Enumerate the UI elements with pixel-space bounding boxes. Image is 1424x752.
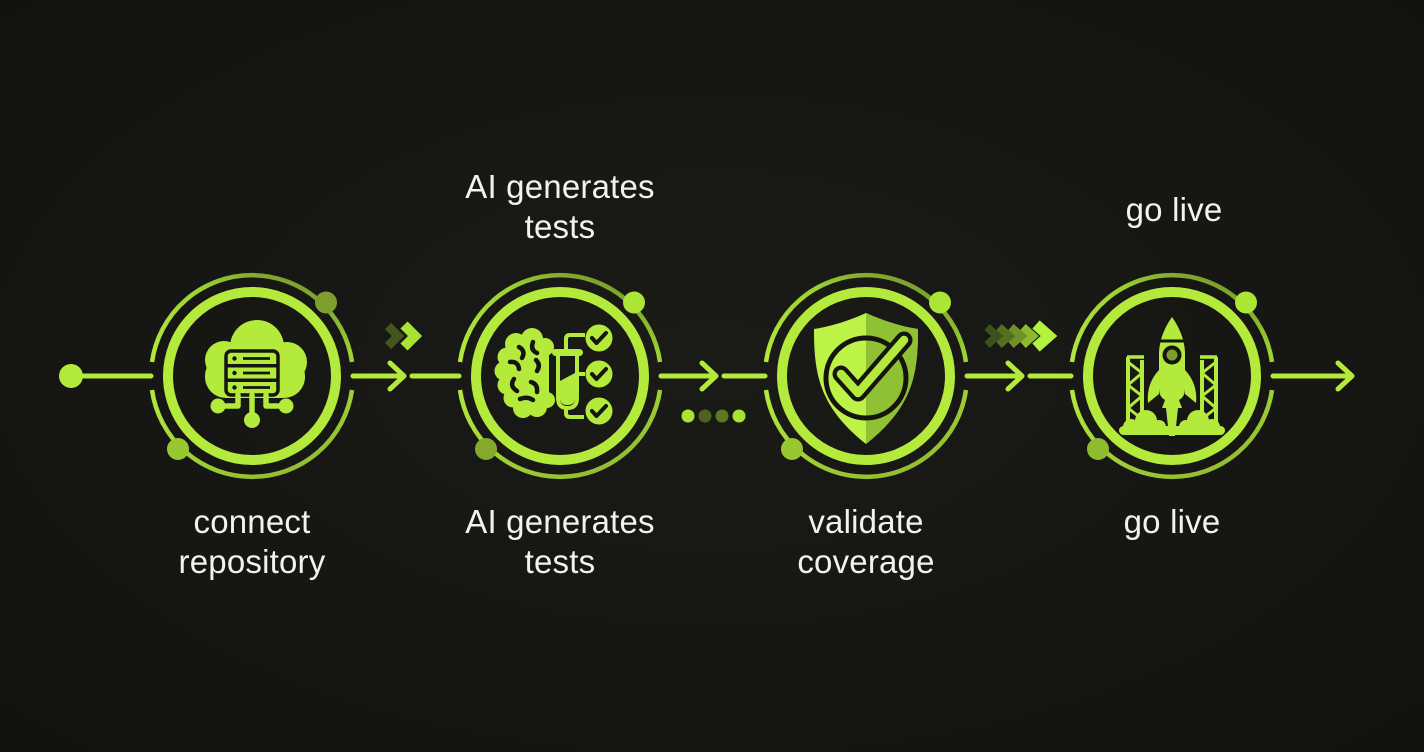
flow-end (1270, 360, 1355, 392)
step4-bottom-label: go live (1124, 503, 1221, 540)
step3-bottom-label-line2: coverage (797, 543, 934, 580)
flow-connector-1 (350, 321, 462, 392)
orbit-dot (1235, 291, 1257, 314)
orbit-dot (167, 438, 189, 460)
flow-connector-2 (658, 360, 768, 423)
flow-start (59, 364, 154, 388)
step4-top-label: go live (1126, 191, 1223, 228)
arrowhead-icon (1335, 360, 1355, 392)
orbit-dot (623, 291, 645, 314)
flow-connector-3 (964, 320, 1074, 392)
step1-bottom-label-line2: repository (179, 543, 326, 580)
orbit-dot (315, 291, 337, 314)
speed-chevrons-icon (384, 321, 423, 351)
arrowhead-icon (387, 360, 407, 392)
step2-bottom-label-line2: tests (525, 543, 596, 580)
orbit-dot (1087, 438, 1109, 460)
step3-bottom-label-line1: validate (808, 503, 923, 540)
brain-tests-icon (494, 324, 613, 425)
orbit-dot (475, 438, 497, 460)
step2-bottom-label-line1: AI generates (465, 503, 655, 540)
step-node-go-live (1069, 273, 1275, 479)
shield-check-icon (814, 313, 918, 444)
step1-bottom-label-line1: connect (194, 503, 311, 540)
arrowhead-icon (1005, 360, 1025, 392)
speed-chevrons-icon (984, 320, 1058, 352)
step-node-validate-coverage (763, 273, 969, 479)
progress-dots-icon (681, 409, 746, 423)
step2-top-label-line1: AI generates (465, 168, 655, 205)
rocket-launch-icon (1119, 317, 1225, 436)
step-node-ai-generates-tests (457, 273, 663, 479)
orbit-dot (781, 438, 803, 460)
cloud-server-icon (205, 320, 307, 428)
step2-top-label-line2: tests (525, 208, 596, 245)
arrowhead-icon (699, 360, 719, 392)
step-node-connect-repository (149, 273, 355, 479)
orbit-dot (929, 291, 951, 314)
